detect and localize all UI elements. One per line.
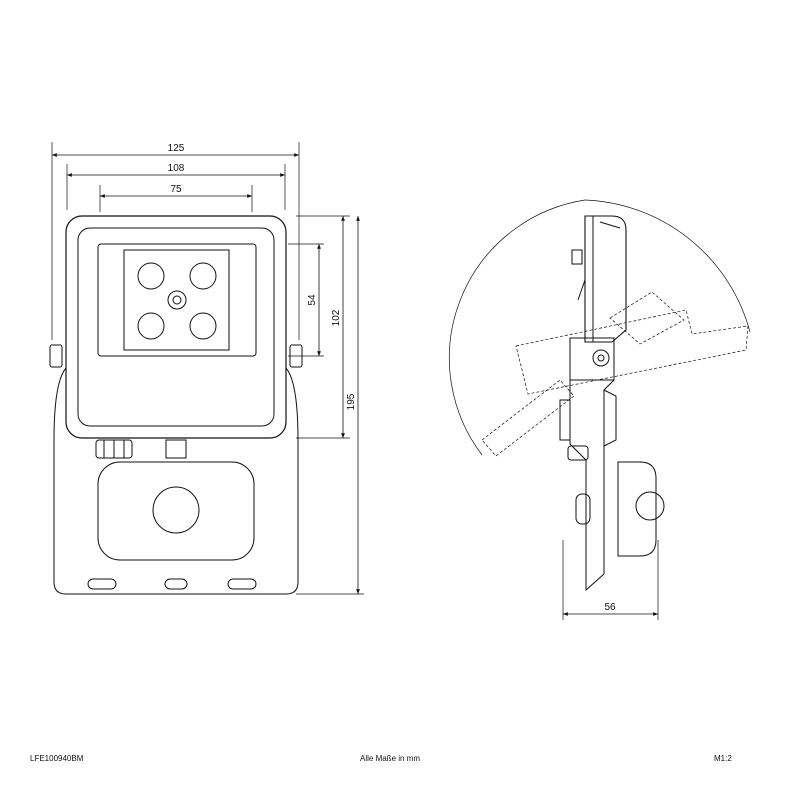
scale-label: M1:2 [714, 754, 732, 763]
sensor-stem [165, 439, 187, 459]
side-bracket-plate [569, 379, 615, 592]
ghost-position-2 [609, 291, 685, 345]
ghost-position-1 [515, 309, 749, 395]
led-bottom-left [137, 312, 165, 340]
side-cable-gland [567, 445, 589, 461]
left-hinge-knob [49, 344, 63, 368]
housing-frame-outer [65, 215, 287, 439]
mounting-slot-left [87, 578, 117, 590]
dim-panel-width: 75 [170, 184, 182, 195]
luminaire-body [584, 215, 627, 343]
mounting-slot-center [164, 578, 188, 590]
dim-overall-width: 125 [168, 143, 185, 154]
led-top-right [189, 262, 217, 290]
led-module [123, 249, 230, 351]
side-motion-sensor [617, 461, 657, 557]
dim-depth: 56 [604, 602, 616, 613]
mounting-bracket [53, 347, 299, 595]
units-note: Alle Maße in mm [360, 754, 421, 763]
led-top-left [137, 262, 165, 290]
mounting-slot-right [227, 578, 257, 590]
side-view [448, 199, 751, 620]
housing-frame-inner [77, 227, 275, 427]
dim-panel-height: 54 [307, 294, 318, 306]
hinge-pivot [592, 349, 610, 367]
motion-sensor-lens [152, 486, 200, 534]
ghost-position-3 [481, 379, 575, 457]
front-glass [97, 243, 257, 357]
dim-frame-height: 102 [331, 309, 342, 326]
swivel-range-arc [584, 199, 751, 333]
center-lens-inner [172, 295, 182, 305]
led-bottom-right [189, 312, 217, 340]
front-view [49, 142, 364, 595]
dim-frame-width: 108 [168, 163, 185, 174]
dim-overall-height: 195 [346, 393, 357, 410]
side-connector [571, 249, 583, 265]
motion-sensor-housing [97, 461, 255, 561]
center-lens-outer [167, 290, 187, 310]
article-number: LFE100940BM [30, 754, 84, 763]
